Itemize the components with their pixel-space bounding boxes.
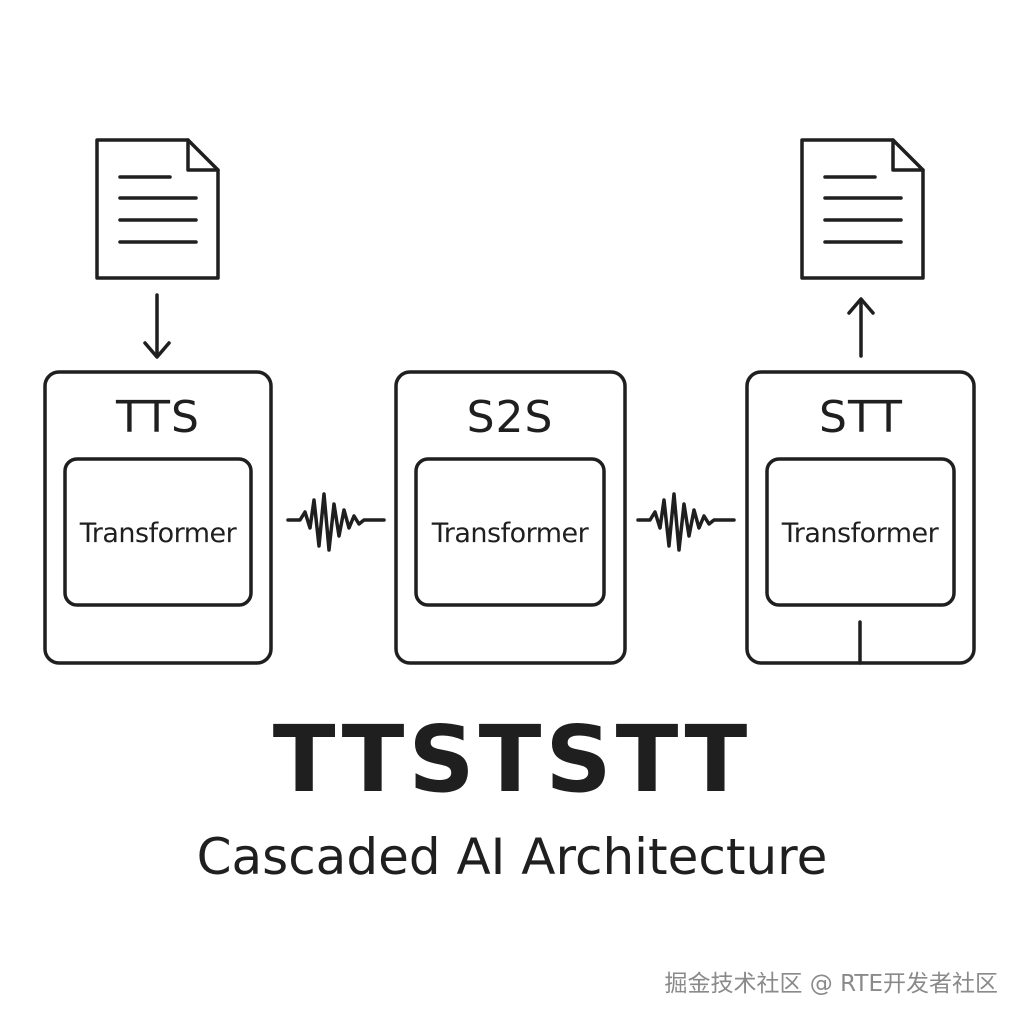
waveform-icon [286,492,386,552]
watermark: 掘金技术社区 @ RTE开发者社区 [664,971,998,997]
arrow-up-icon [847,297,875,358]
stt-transformer-box [765,457,956,607]
arrow-down-icon [143,293,171,359]
s2s-transformer-box [414,457,606,607]
tts-title: TTS [116,392,200,443]
output-document-icon [800,138,925,280]
tts-transformer-label: Transformer [79,518,237,549]
tts-module-box [43,370,273,665]
main-title: TTSTSTT [272,706,752,813]
stt-transformer-label: Transformer [781,518,939,549]
waveform-icon [636,492,736,552]
s2s-title: S2S [466,392,554,443]
stt-title: STT [819,392,903,443]
subtitle: Cascaded AI Architecture [196,828,828,886]
input-document-icon [95,138,220,280]
tts-transformer-box [63,457,253,607]
s2s-transformer-label: Transformer [431,518,589,549]
s2s-module-box [394,370,627,665]
